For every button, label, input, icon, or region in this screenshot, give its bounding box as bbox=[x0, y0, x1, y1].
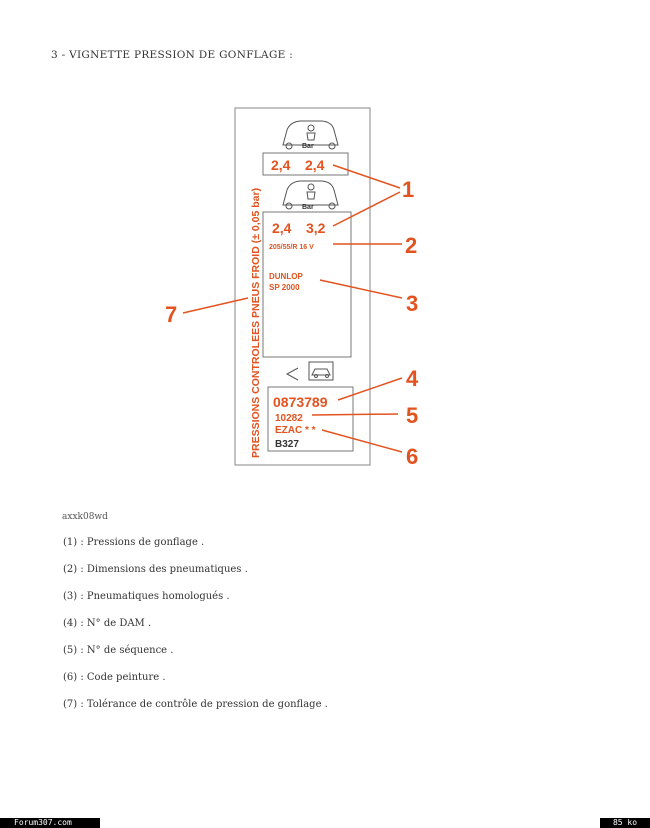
tyre-model: SP 2000 bbox=[269, 283, 300, 292]
legend-item-1: (1) : Pressions de gonflage . bbox=[63, 537, 205, 548]
callout-3: 3 bbox=[406, 291, 418, 316]
image-reference: axxk08wd bbox=[62, 512, 108, 522]
extra-code: B327 bbox=[275, 439, 299, 450]
page-heading: 3 - VIGNETTE PRESSION DE GONFLAGE : bbox=[51, 49, 294, 61]
callout-line-5 bbox=[311, 413, 399, 416]
callout-6: 6 bbox=[406, 444, 418, 469]
legend-item-4: (4) : N° de DAM . bbox=[63, 618, 152, 629]
callout-line-4 bbox=[337, 377, 403, 401]
legend-item-2: (2) : Dimensions des pneumatiques . bbox=[63, 564, 248, 575]
code-box bbox=[267, 386, 354, 452]
legend-item-6: (6) : Code peinture . bbox=[63, 672, 166, 683]
footer-site-link[interactable]: Forum307.com bbox=[0, 818, 100, 828]
car-side-icon bbox=[308, 361, 334, 381]
legend-item-3: (3) : Pneumatiques homologués . bbox=[63, 591, 230, 602]
triangle-left-icon bbox=[285, 367, 299, 381]
footer-file-size: 85 ko bbox=[600, 818, 650, 828]
callout-4: 4 bbox=[406, 366, 419, 391]
callout-2: 2 bbox=[405, 233, 417, 258]
callout-line-1b bbox=[332, 191, 401, 227]
legend-item-5: (5) : N° de séquence . bbox=[63, 645, 174, 656]
car-loaded-icon bbox=[282, 180, 339, 210]
callout-5: 5 bbox=[406, 403, 418, 428]
label-vertical-text: PRESSIONS CONTROLEES PNEUS FROID (± 0,05… bbox=[250, 188, 262, 458]
pressure-top-rear: 2,4 bbox=[305, 157, 325, 173]
callout-line-6 bbox=[321, 429, 403, 453]
pressure-bottom-rear: 3,2 bbox=[306, 220, 326, 236]
paint-code: EZAC * * bbox=[275, 425, 316, 436]
car-rear-view-icon bbox=[282, 120, 339, 150]
legend-item-7: (7) : Tolérance de contrôle de pression … bbox=[63, 699, 328, 710]
callout-7: 7 bbox=[165, 302, 177, 327]
callout-line-3 bbox=[319, 279, 403, 299]
pressure-label-diagram: PRESSIONS CONTROLEES PNEUS FROID (± 0,05… bbox=[165, 107, 419, 469]
pressure-bottom-front: 2,4 bbox=[272, 220, 292, 236]
unit-label-bottom: Bar bbox=[302, 204, 314, 211]
pressure-box-top bbox=[262, 152, 349, 176]
tyre-brand: DUNLOP bbox=[269, 272, 303, 281]
sequence-number: 10282 bbox=[275, 413, 303, 424]
pressure-top-front: 2,4 bbox=[271, 157, 291, 173]
unit-label-top: Bar bbox=[302, 143, 314, 150]
callout-line-1a bbox=[332, 164, 401, 189]
tyre-size: 205/55/R 16 V bbox=[269, 244, 314, 251]
tyre-info-box bbox=[262, 211, 352, 358]
callout-1: 1 bbox=[402, 177, 414, 202]
dam-number: 0873789 bbox=[273, 394, 328, 410]
label-outline bbox=[234, 107, 371, 466]
callout-line-7 bbox=[182, 297, 249, 314]
